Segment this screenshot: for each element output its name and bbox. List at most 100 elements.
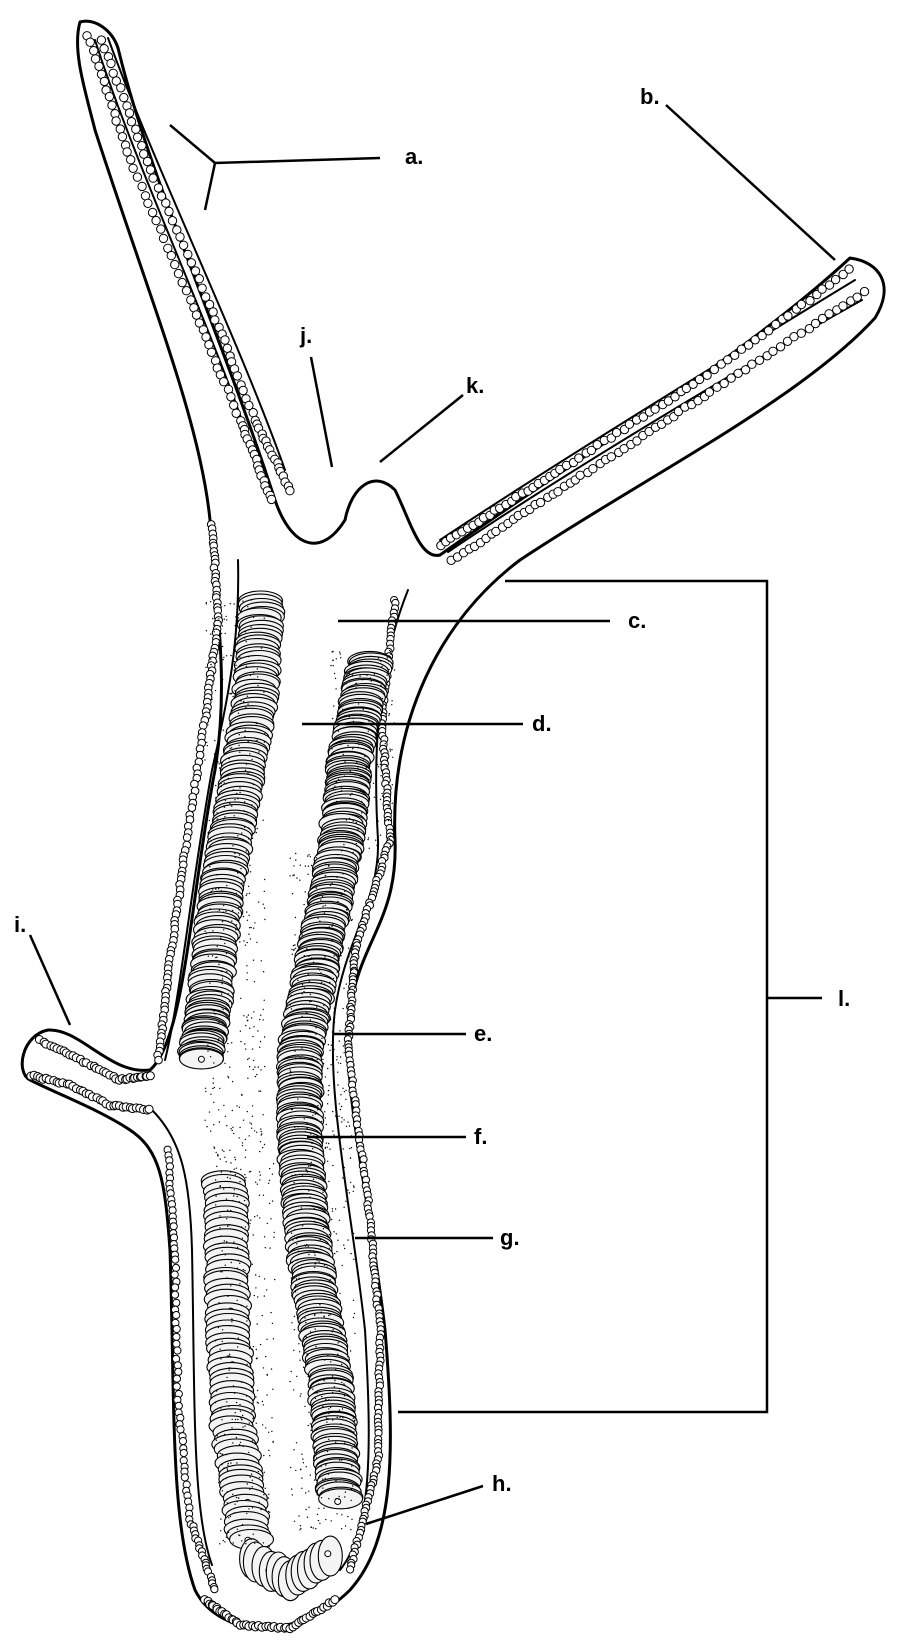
stipple-dot	[241, 1226, 242, 1227]
stipple-dot	[257, 1357, 258, 1358]
ectoderm-cell	[174, 1347, 181, 1354]
stipple-dot	[298, 1251, 299, 1252]
stipple-dot	[316, 1384, 317, 1385]
stipple-dot	[220, 1358, 221, 1359]
stipple-dot	[356, 845, 357, 846]
stipple-dot	[336, 730, 337, 731]
stipple-dot	[302, 1174, 303, 1175]
stipple-dot	[246, 814, 247, 815]
stipple-dot	[259, 1019, 260, 1020]
stipple-dot	[294, 1050, 295, 1051]
stipple-dot	[269, 1180, 270, 1181]
stipple-dot	[311, 1001, 312, 1002]
stipple-dot	[353, 718, 354, 719]
stipple-dot	[294, 944, 295, 945]
stipple-dot	[328, 1016, 329, 1017]
stipple-dot	[321, 1396, 322, 1397]
stipple-dot	[292, 1239, 293, 1240]
stipple-dot	[391, 749, 392, 750]
stipple-dot	[230, 1285, 231, 1286]
stipple-dot	[322, 1192, 323, 1193]
ectoderm-cell	[133, 133, 141, 141]
stipple-dot	[333, 1231, 334, 1232]
stipple-dot	[255, 1182, 256, 1183]
stipple-dot	[215, 785, 216, 786]
stipple-dot	[213, 1124, 214, 1125]
stipple-dot	[321, 872, 322, 873]
stipple-dot	[335, 678, 336, 679]
stipple-dot	[205, 1120, 206, 1121]
stipple-dot	[389, 748, 390, 749]
stipple-dot	[386, 675, 387, 676]
stipple-dot	[258, 1066, 259, 1067]
stipple-dot	[349, 1359, 350, 1360]
stipple-dot	[235, 1412, 236, 1413]
stipple-dot	[263, 773, 264, 774]
stipple-dot	[353, 1064, 354, 1065]
label-a: a.	[405, 144, 423, 169]
stipple-dot	[317, 1109, 318, 1110]
stipple-dot	[361, 791, 362, 792]
stipple-dot	[339, 1030, 340, 1031]
stipple-dot	[344, 1395, 345, 1396]
ectoderm-cell	[784, 312, 792, 320]
stipple-dot	[229, 1187, 230, 1188]
stipple-dot	[234, 1512, 235, 1513]
stipple-dot	[226, 1218, 227, 1219]
stipple-dot	[343, 1119, 344, 1120]
stipple-dot	[335, 688, 336, 689]
stipple-dot	[256, 1074, 257, 1075]
stipple-dot	[243, 1120, 244, 1121]
stipple-dot	[325, 1117, 326, 1118]
stipple-dot	[242, 1142, 243, 1143]
stipple-dot	[336, 801, 337, 802]
stipple-dot	[250, 599, 251, 600]
stipple-dot	[243, 940, 244, 941]
stipple-dot	[227, 1491, 228, 1492]
stipple-dot	[258, 751, 259, 752]
stipple-dot	[263, 1019, 264, 1020]
stipple-dot	[223, 1540, 224, 1541]
stipple-dot	[321, 1220, 322, 1221]
stipple-dot	[259, 1195, 260, 1196]
stipple-dot	[220, 644, 221, 645]
stipple-dot	[309, 981, 310, 982]
stipple-dot	[360, 776, 361, 777]
stipple-dot	[240, 700, 241, 701]
stipple-dot	[293, 1449, 294, 1450]
stipple-dot	[228, 1517, 229, 1518]
stipple-dot	[212, 955, 213, 956]
stipple-dot	[239, 1127, 240, 1128]
stipple-dot	[264, 1036, 265, 1037]
stipple-dot	[301, 1267, 302, 1268]
stipple-dot	[225, 1478, 226, 1479]
stipple-dot	[248, 915, 249, 916]
stipple-dot	[327, 1451, 328, 1452]
label-f: f.	[474, 1124, 487, 1149]
ectoderm-cell	[109, 69, 117, 77]
stipple-dot	[222, 1454, 223, 1455]
ectoderm-cell	[162, 199, 170, 207]
stipple-dot	[354, 1313, 355, 1314]
stipple-dot	[229, 1001, 230, 1002]
stipple-dot	[253, 1346, 254, 1347]
stipple-dot	[325, 1399, 326, 1400]
stipple-dot	[266, 1394, 267, 1395]
stipple-dot	[221, 1007, 222, 1008]
stipple-dot	[340, 1063, 341, 1064]
ectoderm-cell	[176, 233, 184, 241]
stipple-dot	[218, 1040, 219, 1041]
stipple-dot	[336, 1251, 337, 1252]
ectoderm-cell	[199, 722, 207, 730]
stipple-dot	[222, 836, 223, 837]
stipple-dot	[239, 734, 240, 735]
stipple-dot	[248, 1452, 249, 1453]
stipple-dot	[331, 926, 332, 927]
stipple-dot	[268, 1519, 269, 1520]
ectoderm-cell	[157, 225, 165, 233]
stipple-dot	[350, 1253, 351, 1254]
stipple-dot	[353, 721, 354, 722]
labels: a. b. c. d. e. f. g. h. i. j. k. l.	[14, 84, 850, 1496]
stipple-dot	[240, 1411, 241, 1412]
